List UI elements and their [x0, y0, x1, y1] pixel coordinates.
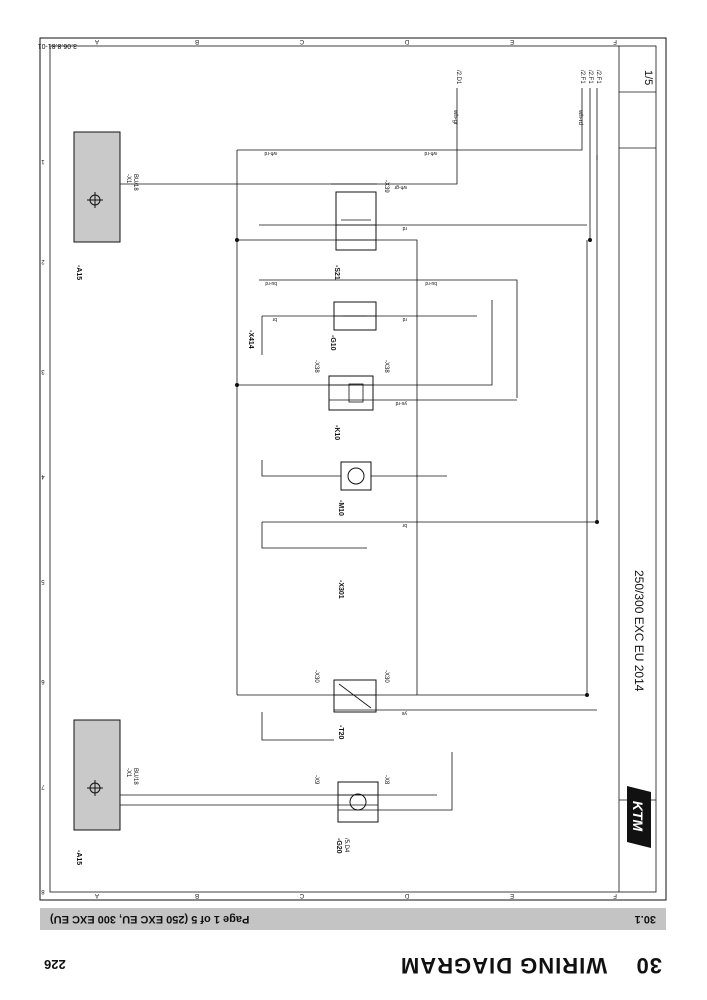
- drawing-frame: [39, 37, 667, 901]
- s21-left-plug: -X39: [383, 180, 389, 193]
- sig-f1-a: wh-rd: [577, 109, 583, 125]
- col-label-a: A: [95, 892, 99, 898]
- section-heading: 30 WIRING DIAGRAM: [400, 952, 662, 978]
- wire-s21-right2: [336, 239, 418, 695]
- t20-id: -T20: [337, 725, 344, 740]
- row-label-7: 7: [41, 783, 45, 789]
- section-number: 30: [635, 953, 662, 978]
- label-bu-rd-2: bu-rd: [425, 280, 437, 286]
- xref-f1-c: /2.F1: [595, 70, 601, 84]
- band-page-text: Page 1 of 5 (250 EXC EU, 300 EXC EU): [50, 913, 250, 925]
- label-ye-rd: ye-rd: [395, 400, 407, 406]
- col-label-c2: C: [299, 38, 304, 44]
- wire-g20-right: [338, 752, 453, 811]
- s21-id: -S21: [333, 265, 340, 280]
- t20-right-plug: -X30: [313, 670, 319, 683]
- a15-top-id: -A15: [75, 265, 82, 280]
- label-rd-2: rd: [402, 316, 407, 322]
- label-wh-rd-1: wh-rd: [264, 150, 277, 156]
- col-label-b: B: [195, 892, 199, 898]
- k10-left-plug: -X38: [383, 360, 389, 373]
- sig-d1: wh-gr: [452, 109, 458, 125]
- title-block-text: 1/5 250/300 EXC EU 2014 3.06.8.81-01: [38, 42, 654, 692]
- grid-labels: A B C D E F A B C D E F 1 2 3 4 5 6 7 8: [41, 38, 617, 898]
- col-label-d2: D: [404, 38, 409, 44]
- ecu-a15-top: -A15 -X1 BU/18: [73, 131, 138, 280]
- page-number: 226: [44, 957, 66, 973]
- label-wh-gr: wh-gr: [394, 184, 407, 190]
- a15-top-plug: -X1: [125, 174, 131, 184]
- t20-left-plug: -X30: [383, 670, 389, 683]
- ecu-a15-bottom: -A15 -X1 BU/18: [73, 719, 138, 865]
- motor-m10: -M10: [337, 461, 372, 516]
- label-rd-1: rd: [402, 225, 407, 231]
- xref-f1-b: /2.F1: [587, 70, 593, 84]
- row-label-8: 8: [41, 888, 45, 894]
- row-label-6: 6: [41, 678, 45, 684]
- xref-d1: /2.D1: [455, 70, 461, 85]
- cross-refs: /2.D1 /2.F1 /2.F1 /2.F1 wh-gr wh-rd: [452, 70, 601, 125]
- ktm-logo-icon: KTM: [627, 786, 651, 848]
- col-label-f: F: [613, 892, 617, 898]
- row-label-2: 2: [41, 258, 45, 264]
- a15-bottom-id: -A15: [75, 850, 82, 865]
- g20-right-plug: -X9: [313, 775, 319, 785]
- wire-t20-left2: [261, 712, 334, 741]
- row-label-3: 3: [41, 368, 45, 374]
- label-bu-rd-1: bu-rd: [265, 280, 277, 286]
- label-br-1: br: [272, 316, 277, 322]
- row-label-4: 4: [41, 473, 45, 479]
- xref-f1-a: /2.F1: [579, 70, 585, 84]
- label-ye: ye: [402, 710, 408, 716]
- col-label-a2: A: [95, 38, 99, 44]
- x414-label: -X414: [247, 330, 254, 349]
- g20-refs: /5.D4: [343, 838, 349, 853]
- x301-label: -X301: [337, 580, 344, 599]
- col-label-e: E: [510, 892, 514, 898]
- logo-text: KTM: [630, 801, 646, 832]
- wire-x301: [261, 522, 367, 549]
- row-label-5: 5: [41, 578, 45, 584]
- g20-left-plug: -X8: [383, 775, 389, 785]
- wires: [120, 88, 598, 811]
- wire-k10-right: [329, 300, 493, 386]
- wire-labels: wh-rd wh-rd wh-gr bu-rd bu-rd rd br rd y…: [264, 150, 437, 716]
- row-label-1: 1: [41, 158, 45, 164]
- ecu-symbol-icon: [87, 192, 103, 208]
- a15-bottom-pin: BU/18: [132, 768, 138, 785]
- relay-k10: -K10 -X38 -X38: [313, 360, 389, 440]
- col-label-c: C: [299, 892, 304, 898]
- wire-top-wh-rd: [237, 100, 583, 151]
- a15-top-pin: BU/18: [132, 174, 138, 191]
- battery-g10: -G10: [329, 301, 377, 351]
- col-label-f2: F: [613, 38, 617, 44]
- model-title: 250/300 EXC EU 2014: [632, 570, 646, 692]
- generator-g20: -G20 /5.D4 -X8 -X9: [313, 775, 389, 854]
- wire-x28-out: [331, 100, 458, 185]
- g20-id: -G20: [335, 838, 342, 854]
- a15-bottom-plug: -X1: [125, 768, 131, 778]
- wire-g10-bu-rd: [259, 279, 518, 398]
- g10-id: -G10: [329, 335, 336, 351]
- section-title: WIRING DIAGRAM: [399, 953, 608, 978]
- sheet-number: 1/5: [642, 70, 654, 85]
- section-band: 30.1 Page 1 of 5 (250 EXC EU, 300 EXC EU…: [40, 908, 666, 930]
- switch-s21: -S21 -X39: [333, 180, 389, 280]
- col-label-e2: E: [510, 38, 514, 44]
- band-section-number: 30.1: [634, 913, 656, 925]
- page-header: 30 WIRING DIAGRAM 226: [40, 948, 666, 982]
- doc-number: 3.06.8.81-01: [38, 42, 77, 49]
- component-t20: -T20 -X30 -X30: [313, 670, 389, 740]
- label-br-2: br: [402, 522, 407, 528]
- wire-m10-left: [261, 460, 341, 477]
- k10-id: -K10: [333, 425, 340, 440]
- m10-id: -M10: [337, 500, 344, 516]
- k10-right-plug: -X38: [313, 360, 319, 373]
- junction-dots: [235, 238, 599, 697]
- col-label-d: D: [404, 892, 409, 898]
- ecu-symbol-icon: [87, 780, 103, 796]
- label-wh-rd-2: wh-rd: [424, 150, 437, 156]
- col-label-b2: B: [195, 38, 199, 44]
